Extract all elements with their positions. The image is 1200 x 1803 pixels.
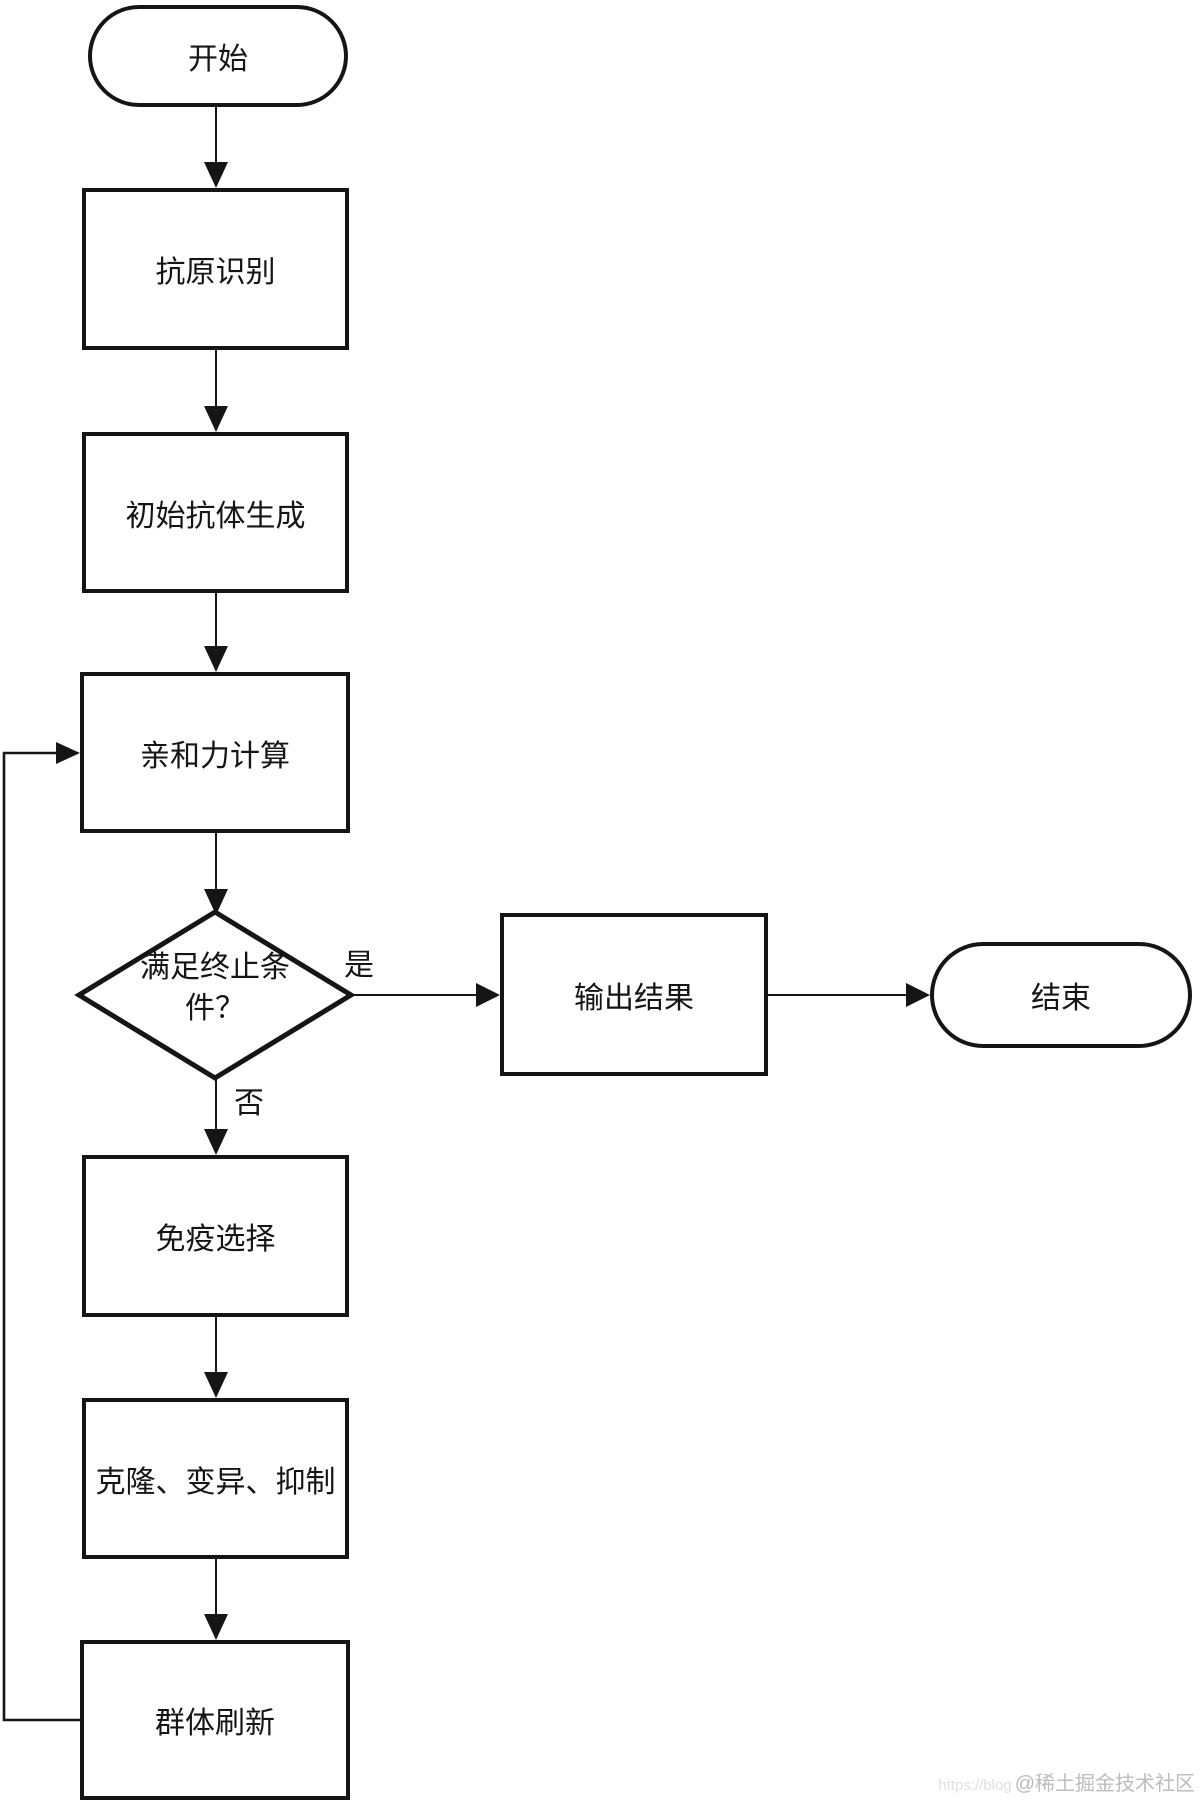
edge-antigen-to-initial — [204, 350, 228, 432]
node-label: 输出结果 — [574, 981, 694, 1015]
node-label: 抗原识别 — [155, 256, 276, 289]
node-label: 克隆、变异、抑制 — [95, 1465, 336, 1499]
edge-termination-to-immune-no — [204, 1078, 228, 1155]
edge-clone-to-population — [204, 1559, 228, 1640]
node-antigen-recognition: 抗原识别 — [82, 188, 349, 350]
node-label: 免疫选择 — [155, 1223, 276, 1256]
node-start: 开始 — [88, 5, 348, 107]
edge-termination-to-output-yes — [349, 983, 500, 1007]
node-label: 群体刷新 — [155, 1707, 275, 1740]
node-clone-mutation-suppression: 克隆、变异、抑制 — [82, 1398, 349, 1559]
edge-population-to-affinity-loop — [2, 742, 80, 1722]
node-initial-antibody-generation: 初始抗体生成 — [82, 432, 349, 593]
edge-affinity-to-termination — [204, 833, 228, 915]
edge-label-no: 否 — [234, 1087, 264, 1120]
node-end: 结束 — [930, 942, 1192, 1048]
node-label: 开始 — [188, 43, 248, 76]
edge-initial-to-affinity — [204, 593, 228, 672]
node-label-line: 满足终止条 — [140, 951, 290, 984]
node-output-result: 输出结果 — [500, 913, 768, 1076]
node-termination-check: 满足终止条 件？ — [125, 947, 305, 1030]
edge-start-to-antigen — [204, 105, 228, 188]
node-label-line: 件？ — [185, 992, 245, 1026]
node-immune-selection: 免疫选择 — [82, 1155, 349, 1317]
edge-label-yes: 是 — [344, 949, 374, 982]
node-label: 结束 — [1031, 982, 1091, 1015]
edge-output-to-end — [768, 983, 930, 1007]
watermark: https://blog @稀土掘金技术社区 — [938, 1767, 1195, 1796]
watermark-url-text: https://blog — [938, 1777, 1012, 1794]
node-affinity-calculation: 亲和力计算 — [80, 672, 350, 833]
node-population-refresh: 群体刷新 — [80, 1640, 350, 1800]
node-label: 亲和力计算 — [140, 739, 290, 773]
watermark-community-text: @稀土掘金技术社区 — [1014, 1773, 1195, 1795]
edge-immune-to-clone — [204, 1317, 228, 1398]
node-label: 初始抗体生成 — [125, 499, 306, 533]
